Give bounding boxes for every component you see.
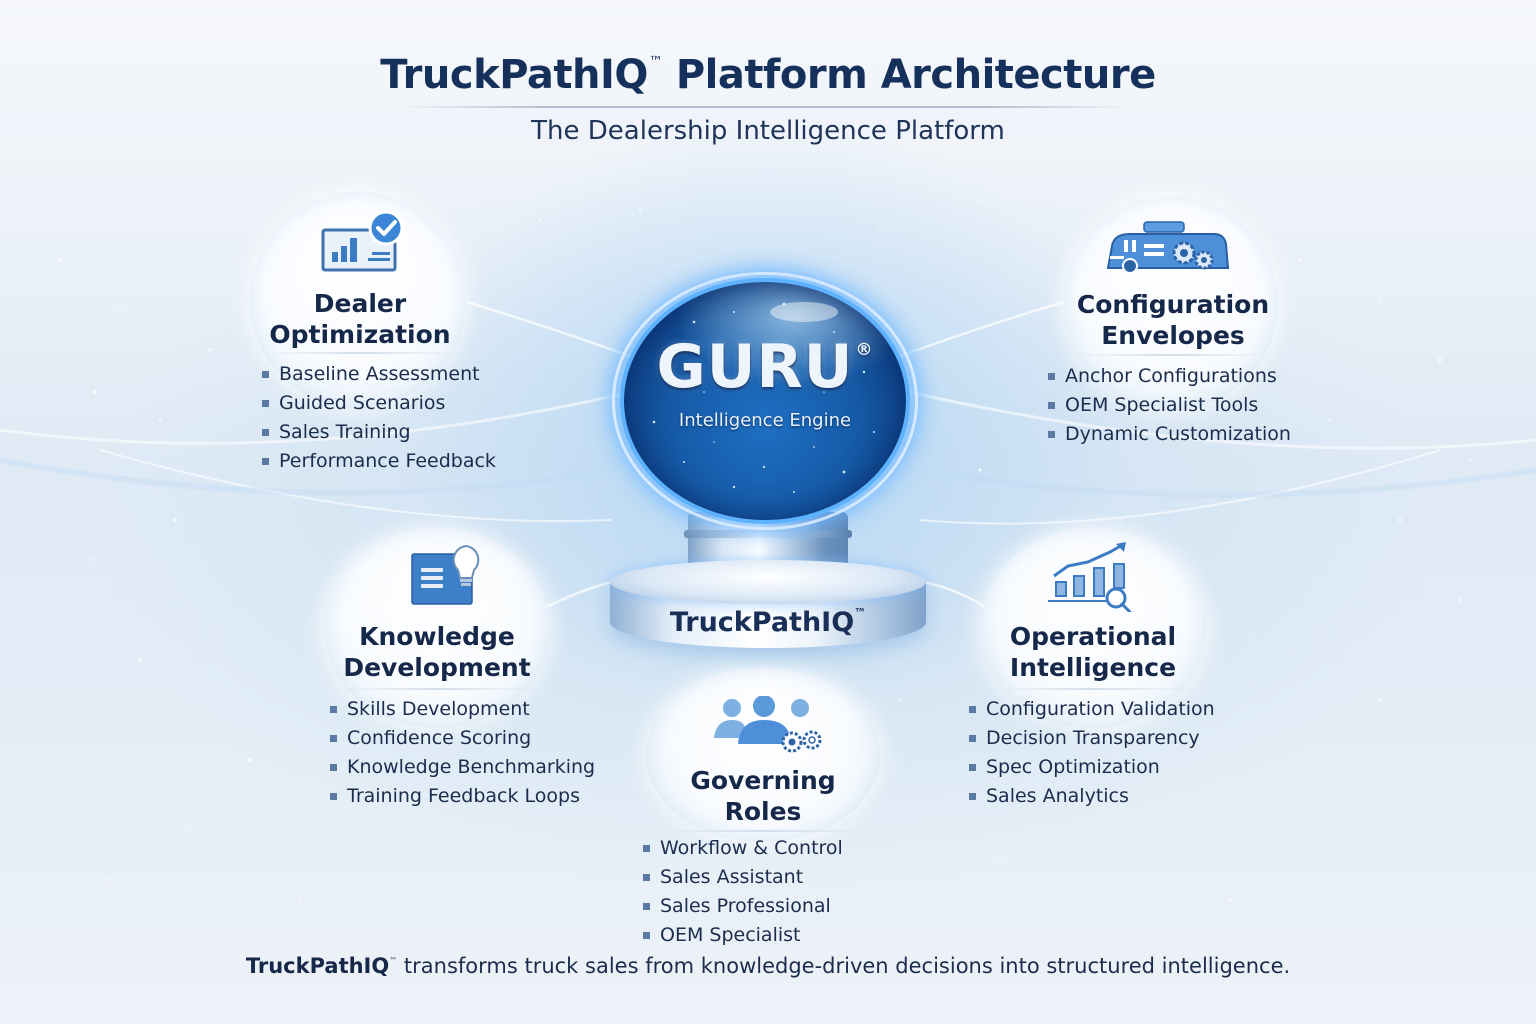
dealer-optimization-disc xyxy=(250,192,466,408)
list-item: Sales Analytics xyxy=(969,782,1215,811)
list-item: Sales Training xyxy=(262,418,496,447)
list-item: Performance Feedback xyxy=(262,447,496,476)
bullet-square-icon xyxy=(643,932,650,939)
title-divider xyxy=(400,106,1130,108)
bullet-square-icon xyxy=(969,706,976,713)
bullet-square-icon xyxy=(262,371,269,378)
bullet-square-icon xyxy=(969,735,976,742)
list-item: Baseline Assessment xyxy=(262,360,496,389)
pedestal-label: TruckPathIQ™ xyxy=(669,606,867,638)
knowledge-development-divider xyxy=(336,688,540,690)
governing-roles-list: Workflow & Control Sales Assistant Sales… xyxy=(643,834,843,950)
configuration-envelopes-list: Anchor Configurations OEM Specialist Too… xyxy=(1048,362,1291,449)
page-title: TruckPathIQ™ Platform Architecture xyxy=(380,52,1156,98)
pedestal-band xyxy=(684,530,852,538)
bullet-square-icon xyxy=(262,400,269,407)
dashboard-check-icon xyxy=(321,210,404,272)
bullet-square-icon xyxy=(1048,373,1055,380)
people-gears-icon xyxy=(714,696,822,753)
guru-subtitle: Intelligence Engine xyxy=(678,410,852,431)
list-item: Dynamic Customization xyxy=(1048,420,1291,449)
list-item: Sales Assistant xyxy=(643,863,843,892)
guru-orb xyxy=(624,282,906,520)
list-item: Confidence Scoring xyxy=(330,724,595,753)
operational-intelligence-list: Configuration Validation Decision Transp… xyxy=(969,695,1215,811)
governing-roles-divider xyxy=(658,830,868,832)
list-item: Guided Scenarios xyxy=(262,389,496,418)
bullet-square-icon xyxy=(262,458,269,465)
bullet-square-icon xyxy=(1048,431,1055,438)
list-item: Skills Development xyxy=(330,695,595,724)
configuration-envelopes-title: Configuration Envelopes xyxy=(1076,290,1270,350)
document-lightbulb-icon xyxy=(411,544,480,605)
bullet-square-icon xyxy=(969,764,976,771)
guru-wordmark: GURU® xyxy=(656,332,874,402)
dealer-optimization-divider xyxy=(262,352,458,354)
list-item: Training Feedback Loops xyxy=(330,782,595,811)
tagline: TruckPathIQ™ transforms truck sales from… xyxy=(245,954,1291,978)
orb-sparkles xyxy=(652,302,875,493)
bullet-square-icon xyxy=(969,793,976,800)
pedestal-top xyxy=(610,560,926,604)
list-item: Configuration Validation xyxy=(969,695,1215,724)
page-subtitle: The Dealership Intelligence Platform xyxy=(531,116,1005,146)
dealer-optimization-title: Dealer Optimization xyxy=(269,289,451,349)
list-item: OEM Specialist Tools xyxy=(1048,391,1291,420)
list-item: Sales Professional xyxy=(643,892,843,921)
bullet-square-icon xyxy=(262,429,269,436)
bullet-square-icon xyxy=(330,764,337,771)
bullet-square-icon xyxy=(330,735,337,742)
bullet-square-icon xyxy=(330,706,337,713)
configuration-envelopes-divider xyxy=(1074,354,1270,356)
list-item: Decision Transparency xyxy=(969,724,1215,753)
list-item: Knowledge Benchmarking xyxy=(330,753,595,782)
governing-roles-title: Governing Roles xyxy=(690,766,836,826)
list-item: Spec Optimization xyxy=(969,753,1215,782)
list-item: Anchor Configurations xyxy=(1048,362,1291,391)
list-item: Workflow & Control xyxy=(643,834,843,863)
knowledge-development-list: Skills Development Confidence Scoring Kn… xyxy=(330,695,595,811)
dealer-optimization-list: Baseline Assessment Guided Scenarios Sal… xyxy=(262,360,496,476)
growth-chart-magnifier-icon xyxy=(1048,542,1132,612)
list-item: OEM Specialist xyxy=(643,921,843,950)
knowledge-development-title: Knowledge Development xyxy=(343,622,531,682)
truck-gears-icon xyxy=(1106,221,1230,274)
operational-intelligence-title: Operational Intelligence xyxy=(1009,622,1177,682)
bullet-square-icon xyxy=(643,874,650,881)
orb-ring xyxy=(612,272,918,530)
bullet-square-icon xyxy=(1048,402,1055,409)
bullet-square-icon xyxy=(330,793,337,800)
bullet-square-icon xyxy=(643,903,650,910)
operational-intelligence-divider xyxy=(990,688,1194,690)
bullet-square-icon xyxy=(643,845,650,852)
